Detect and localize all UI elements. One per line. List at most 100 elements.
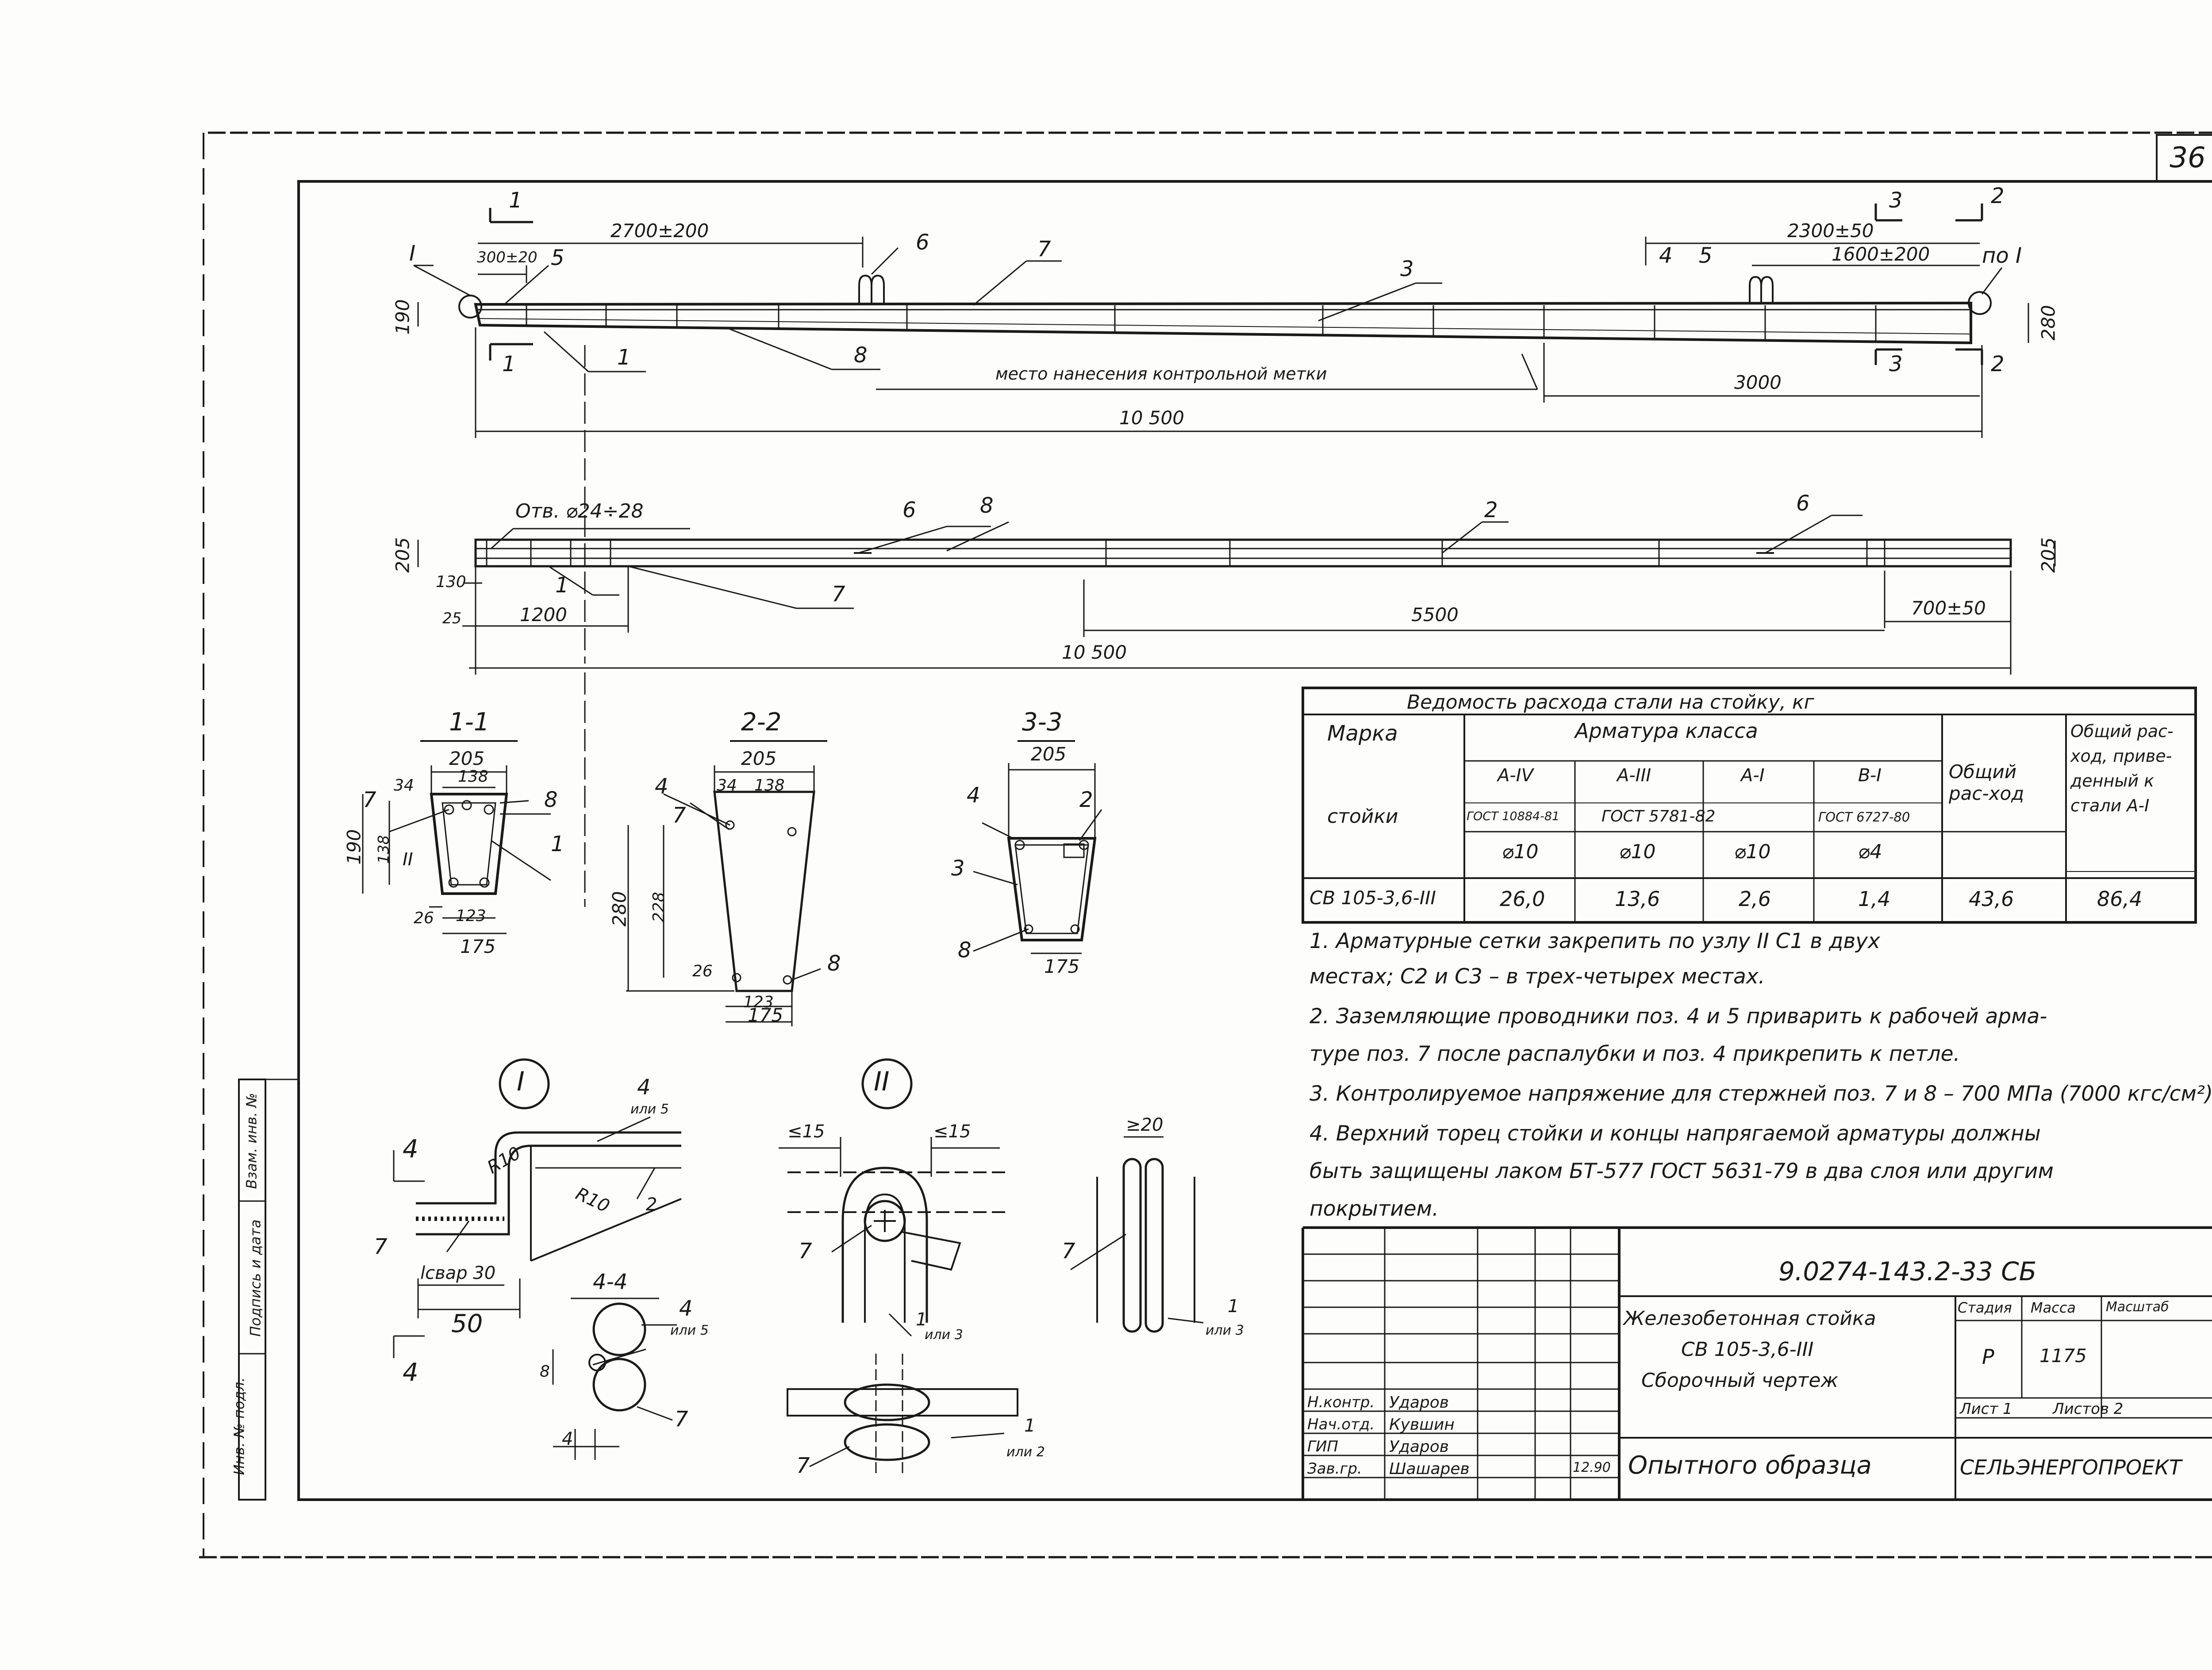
sign-date: 12.90 [1573, 1460, 1611, 1475]
dim-label: 138 [754, 776, 785, 795]
table-class: B-I [1858, 765, 1882, 786]
drawing-name-line: СВ 105-3,6-III [1681, 1338, 1814, 1361]
detail-label: 4 [562, 1429, 573, 1449]
position-label: 5 [1699, 243, 1713, 268]
dim-label: 2300±50 [1787, 220, 1874, 242]
node-title: I [517, 1066, 525, 1097]
note-line: местах; С2 и С3 – в трех-четырех местах. [1310, 964, 1765, 989]
dim-label: 175 [748, 1004, 783, 1026]
position-label: 1 [617, 345, 631, 370]
dim-label: 34 [717, 776, 737, 795]
table-class: A-I [1741, 765, 1765, 786]
dim-label: 205 [2037, 537, 2059, 573]
role-label: Зав.гр. [1307, 1460, 1362, 1478]
detail-label: ≤15 [933, 1121, 971, 1142]
position-label: 4 [655, 774, 668, 799]
person-name: Ударов [1389, 1438, 1449, 1456]
dim-label: 34 [394, 776, 414, 795]
dim-label: 3000 [1734, 372, 1782, 393]
dim-label: 280 [2037, 305, 2059, 341]
position-label: 7 [363, 787, 376, 812]
dim-label: 205 [392, 537, 414, 573]
detail-label: 4 [637, 1075, 651, 1100]
detail-label: 1 [1024, 1416, 1036, 1436]
detail-label: 7 [675, 1407, 688, 1432]
position-label: 7 [672, 803, 686, 828]
section-title: 2-2 [741, 708, 782, 737]
position-label: 4 [1659, 243, 1673, 268]
table-class: A-IV [1498, 765, 1533, 786]
section-title: 3-3 [1022, 708, 1063, 737]
side-stamp-label: Взам. инв. № [243, 1093, 260, 1189]
dim-label: 26 [414, 909, 434, 927]
detail-label: 7 [796, 1453, 810, 1478]
section-mark: 3 [1889, 352, 1903, 376]
hole-label: Отв. ⌀24÷28 [515, 500, 644, 522]
position-label: 8 [827, 951, 841, 976]
node-2-detail [779, 1058, 1204, 1478]
section-3-3 [973, 740, 1102, 954]
detail-label: 1 [1228, 1296, 1239, 1317]
sheet-frame [199, 131, 2212, 1559]
position-label: 6 [1796, 491, 1810, 516]
detail-label: 4 [403, 1135, 419, 1163]
position-label: 6 [916, 230, 929, 255]
table-header-marka: Марка [1327, 721, 1398, 746]
table-diam: ⌀4 [1858, 841, 1882, 863]
note-line: 3. Контролируемое напряжение для стержне… [1310, 1082, 2212, 1106]
position-label: 1 [555, 573, 569, 598]
dim-label: 280 [608, 891, 630, 927]
node-mark: II [403, 849, 413, 870]
dim-label: 26 [692, 962, 713, 980]
table-gost: ГОСТ 5781-82 [1601, 807, 1716, 825]
dim-label: 123 [456, 907, 486, 925]
detail-label: или 2 [1006, 1444, 1045, 1460]
section-mark: 1 [509, 188, 522, 213]
steel-table-grid [1302, 687, 2197, 924]
table-diam: ⌀10 [1502, 841, 1539, 863]
person-name: Ударов [1389, 1394, 1449, 1412]
dim-label: 700±50 [1911, 597, 1986, 619]
section-4-4 [552, 1298, 677, 1460]
detail-label: 8 [540, 1363, 550, 1381]
dim-label: 190 [392, 299, 414, 335]
drawing-name-line: Железобетонная стойка [1624, 1307, 1876, 1330]
table-title: Ведомость расхода стали на стойку, кг [1407, 691, 1814, 714]
table-cell-reduced: 86,4 [2097, 887, 2143, 911]
section-title: 4-4 [593, 1270, 628, 1294]
node-1-detail [393, 1058, 682, 1358]
dim-label: 228 [649, 892, 668, 922]
detail-label: или 5 [670, 1323, 709, 1338]
title-block-grid [1302, 1226, 2212, 1500]
table-header-armatura: Арматура класса [1575, 719, 1758, 743]
note-line: туре поз. 7 после распалубки и поз. 4 пр… [1310, 1042, 1960, 1066]
dim-label: 1200 [520, 604, 567, 626]
drawing-name-line: Сборочный чертеж [1641, 1369, 1839, 1392]
section-mark: 2 [1991, 184, 2005, 208]
detail-label: ≤15 [787, 1121, 825, 1142]
table-header-stoyki: стойки [1327, 805, 1398, 828]
detail-label: или 3 [925, 1327, 963, 1343]
dim-label: 205 [741, 748, 777, 769]
scale-label: Масштаб [2106, 1299, 2169, 1315]
position-label: 3 [951, 856, 965, 881]
role-label: Н.контр. [1307, 1394, 1375, 1411]
position-label: 4 [967, 783, 980, 808]
detail-label: 7 [374, 1234, 388, 1259]
position-label: 2 [1079, 787, 1093, 812]
dim-label: 123 [743, 993, 774, 1011]
dim-label: 175 [1044, 956, 1080, 977]
table-class: A-III [1617, 765, 1651, 786]
stadia-value: Р [1982, 1345, 1994, 1369]
dim-label: 138 [375, 835, 393, 864]
mark-place-note: место нанесения контрольной метки [995, 364, 1327, 384]
dim-label: 25 [442, 610, 462, 627]
section-mark: 2 [1991, 352, 2005, 376]
table-cell: 13,6 [1615, 887, 1660, 911]
detail-label: 7 [1062, 1239, 1075, 1263]
detail-label: 7 [799, 1239, 812, 1263]
section-mark: 1 [502, 352, 516, 376]
person-name: Кувшин [1389, 1416, 1455, 1434]
